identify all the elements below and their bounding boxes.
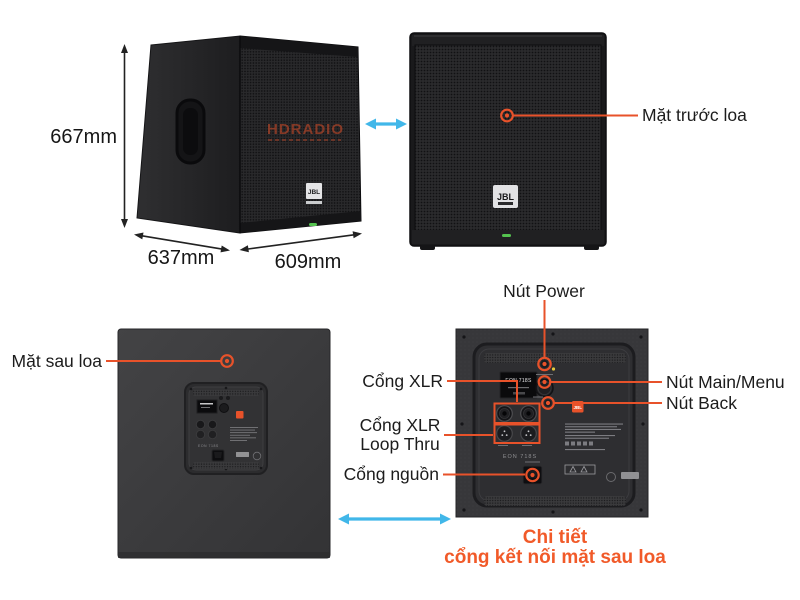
callout-marks bbox=[106, 108, 662, 483]
iso-led bbox=[309, 223, 317, 226]
iso-grille-top-band bbox=[240, 36, 358, 57]
panel-model-text: EON 718S bbox=[503, 454, 537, 460]
display-model-text: EON 718S bbox=[505, 378, 532, 384]
panel-display: EON 718S bbox=[499, 371, 538, 399]
rear-stamp bbox=[252, 451, 262, 461]
depth-arrow bbox=[141, 235, 223, 250]
dimension-depth-label: 637mm bbox=[147, 247, 215, 269]
compare-arrow-top-icon bbox=[365, 118, 407, 130]
front-foot bbox=[584, 245, 599, 250]
front-face-label: Mặt trước loa bbox=[642, 105, 747, 125]
front-top-band bbox=[412, 35, 604, 46]
panel-label-bar bbox=[621, 472, 639, 479]
iso-brand-text: JBL bbox=[308, 189, 320, 196]
panel-tiny-label bbox=[536, 374, 553, 375]
rear-display bbox=[196, 399, 218, 414]
rear-model-text: EON 718S bbox=[198, 444, 219, 448]
callout-rect-loop-thru bbox=[493, 423, 541, 444]
front-view: JBL bbox=[409, 32, 607, 250]
panel-tiny-label bbox=[533, 396, 543, 398]
callout-dot-front bbox=[500, 108, 514, 123]
callout-dot-power bbox=[537, 356, 552, 372]
panel-stamp bbox=[606, 472, 616, 482]
callout-dot-back bbox=[541, 396, 555, 410]
iso-jbl-badge: JBL bbox=[306, 183, 322, 204]
xlr-loop-thru-jacks bbox=[496, 425, 537, 442]
front-foot bbox=[420, 245, 435, 250]
xlr-input-jacks bbox=[496, 405, 537, 422]
panel-tiny-label bbox=[525, 461, 540, 463]
iso-view: JBL HDRADIO bbox=[136, 35, 362, 234]
panel-vent-top bbox=[484, 353, 626, 363]
iso-grille-bottom-band bbox=[240, 211, 361, 233]
detail-caption-line2: cổng kết nối mặt sau loa bbox=[444, 547, 666, 568]
rear-spec-text bbox=[230, 427, 258, 441]
xlr-loop-thru-label-line2: Loop Thru bbox=[360, 433, 440, 454]
arrowhead bbox=[352, 231, 362, 239]
power-port-label: Cổng nguồn bbox=[343, 464, 439, 484]
callout-dot-power-port bbox=[525, 467, 540, 483]
front-jbl-badge: JBL bbox=[493, 185, 518, 208]
rear-jacks bbox=[195, 419, 218, 440]
watermark: HDRADIO bbox=[267, 121, 344, 141]
front-led bbox=[502, 234, 511, 237]
back-button-label: Nút Back bbox=[666, 393, 737, 413]
xlr-loop-thru-label-line1: Cổng XLR bbox=[359, 415, 441, 435]
rear-button bbox=[219, 396, 223, 400]
arrowhead bbox=[239, 245, 249, 253]
compare-arrow-bottom-icon bbox=[338, 513, 451, 525]
dimension-width-label: 609mm bbox=[274, 251, 342, 273]
warning-label bbox=[564, 464, 596, 475]
xlr-loop-thru-label: Cổng XLR Loop Thru bbox=[352, 416, 448, 453]
rear-view: EON 718S bbox=[117, 328, 331, 559]
front-brand-text: JBL bbox=[497, 192, 515, 202]
xlr-port-label: Cổng XLR bbox=[362, 371, 443, 391]
arrowhead bbox=[220, 245, 230, 253]
callout-dot-main-menu bbox=[537, 375, 552, 389]
panel-screws bbox=[460, 332, 645, 514]
dimension-arrows bbox=[121, 44, 362, 253]
main-menu-button-label: Nút Main/Menu bbox=[666, 371, 785, 392]
width-arrow bbox=[247, 234, 355, 250]
detail-caption-line1: Chi tiết bbox=[522, 527, 588, 548]
arrowhead bbox=[121, 44, 128, 53]
callout-rect-xlr bbox=[493, 402, 541, 424]
rear-face-label: Mặt sau loa bbox=[11, 351, 102, 371]
panel-spec-text bbox=[565, 423, 623, 451]
panel-tiny-label bbox=[498, 445, 508, 446]
detail-caption: Chi tiết cổng kết nối mặt sau loa bbox=[435, 528, 675, 568]
power-led bbox=[551, 367, 556, 371]
rear-panel-detail: EON 718S JBL bbox=[455, 328, 649, 518]
arrowhead bbox=[121, 219, 128, 228]
dimension-height-label: 667mm bbox=[50, 126, 117, 148]
rear-jbl-logo bbox=[236, 411, 244, 419]
callout-dot-rear bbox=[220, 354, 234, 368]
rear-vent-top bbox=[193, 390, 259, 396]
rear-label-bar bbox=[236, 452, 249, 457]
rear-button bbox=[226, 396, 230, 400]
power-button-label: Nút Power bbox=[503, 281, 585, 301]
arrowhead bbox=[134, 232, 144, 240]
side-handle-slot bbox=[183, 108, 198, 155]
rear-vent-bottom bbox=[193, 462, 259, 469]
watermark-text: HDRADIO bbox=[267, 121, 344, 138]
panel-tiny-label bbox=[522, 445, 532, 446]
rear-knob bbox=[219, 403, 229, 413]
panel-vent-bottom bbox=[484, 496, 626, 506]
callout-line-xlr bbox=[447, 380, 518, 402]
panel-brand-text: JBL bbox=[573, 405, 582, 410]
